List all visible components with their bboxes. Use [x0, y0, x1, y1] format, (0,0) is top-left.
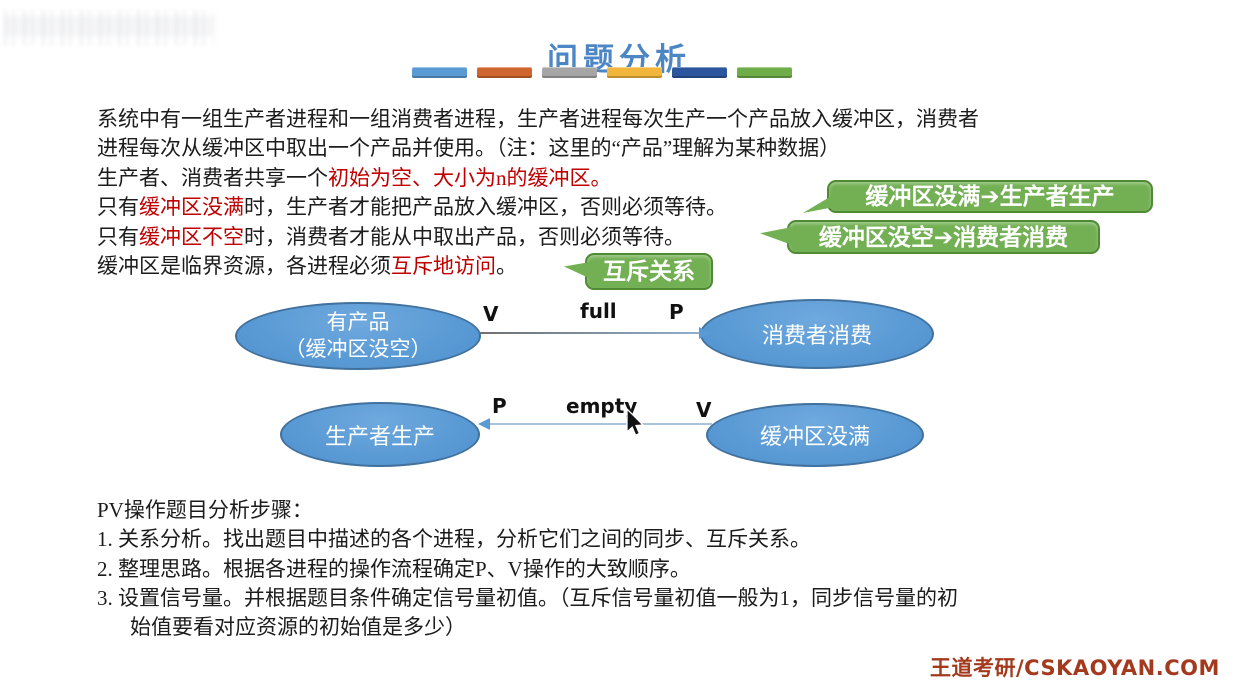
label-p-bottom: P	[492, 394, 507, 418]
accent-bar-3	[542, 67, 597, 78]
intro-line-4: 只有缓冲区没满时，生产者才能把产品放入缓冲区，否则必须等待。	[97, 193, 979, 222]
accent-bar-1	[412, 67, 467, 78]
label-v-bottom: V	[696, 398, 712, 422]
callout-consumer-condition: 缓冲区没空➔消费者消费	[760, 220, 1100, 254]
brand-watermark: 王道考研/CSKAOYAN.COM	[930, 656, 1220, 680]
red-emphasis: 缓冲区不空	[139, 224, 244, 249]
node-label: 消费者消费	[761, 323, 872, 348]
callout-label: 互斥关系	[603, 258, 695, 284]
arrow-full-line	[479, 332, 703, 334]
steps-heading: PV操作题目分析步骤：	[97, 498, 313, 522]
node-label: 缓冲区没满	[759, 424, 870, 449]
node-consumer-consumes: 消费者消费	[700, 299, 934, 369]
problem-description: 系统中有一组生产者进程和一组消费者进程，生产者进程每次生产一个产品放入缓冲区，消…	[97, 105, 979, 281]
node-label: 有产品	[326, 311, 390, 334]
label-v-top: V	[483, 302, 499, 326]
accent-bars	[412, 67, 792, 78]
step-item-3-continued: 始值要看对应资源的初始值是多少）	[130, 615, 466, 640]
intro-line-6: 缓冲区是临界资源，各进程必须互斥地访问。	[97, 252, 979, 281]
intro-text: 。	[496, 254, 517, 279]
callout-mutex-relation: 互斥关系	[564, 253, 713, 290]
mouse-cursor-icon	[626, 408, 645, 437]
intro-text: 进程每次从缓冲区中取出一个产品并使用。（注：这里的“产品”理解为某种数据）	[97, 136, 841, 161]
label-p-top: P	[669, 300, 684, 324]
intro-line-1: 系统中有一组生产者进程和一组消费者进程，生产者进程每次生产一个产品放入缓冲区，消…	[97, 105, 979, 134]
intro-text: 缓冲区是临界资源，各进程必须	[97, 254, 391, 279]
intro-text: 只有	[97, 195, 139, 220]
node-producer-produces: 生产者生产	[280, 402, 480, 467]
callout-label: 缓冲区没满➔生产者生产	[865, 183, 1115, 209]
intro-line-3: 生产者、消费者共享一个初始为空、大小为n的缓冲区。	[97, 164, 979, 193]
intro-text: 时，消费者才能从中取出产品，否则必须等待。	[244, 224, 685, 249]
step-item-3: 3. 设置信号量。并根据题目条件确定信号量初值。（互斥信号量初值一般为1，同步信…	[97, 585, 958, 610]
node-label: （缓冲区没空）	[284, 338, 432, 361]
intro-line-5: 只有缓冲区不空时，消费者才能从中取出产品，否则必须等待。	[97, 223, 979, 252]
label-full-semaphore: full	[580, 299, 617, 323]
node-buffer-not-full: 缓冲区没满	[706, 403, 924, 467]
label-empty-semaphore: empty	[566, 394, 638, 418]
red-emphasis: 缓冲区没满	[139, 195, 244, 220]
step-item-2: 2. 整理思路。根据各进程的操作流程确定P、V操作的大致顺序。	[97, 556, 691, 581]
accent-bar-2	[477, 67, 532, 78]
accent-bar-4	[607, 67, 662, 78]
intro-line-2: 进程每次从缓冲区中取出一个产品并使用。（注：这里的“产品”理解为某种数据）	[97, 134, 979, 163]
callout-label: 缓冲区没空➔消费者消费	[818, 224, 1069, 250]
red-emphasis: 初始为空、大小为n的缓冲区。	[328, 165, 612, 190]
analysis-steps: PV操作题目分析步骤： 1. 关系分析。找出题目中描述的各个进程，分析它们之间的…	[97, 496, 958, 642]
accent-bar-5	[672, 67, 727, 78]
arrow-empty-line	[489, 423, 712, 425]
arrow-full-head-icon	[699, 327, 711, 339]
intro-text: 只有	[97, 224, 139, 249]
step-item-1: 1. 关系分析。找出题目中描述的各个进程，分析它们之间的同步、互斥关系。	[97, 527, 811, 552]
faint-corner-watermark	[4, 10, 214, 46]
arrow-empty-head-icon	[478, 418, 490, 430]
node-label: 生产者生产	[324, 423, 435, 449]
callout-producer-condition: 缓冲区没满➔生产者生产	[803, 180, 1153, 213]
accent-bar-6	[737, 67, 792, 78]
node-has-product: 有产品 （缓冲区没空）	[235, 302, 481, 370]
red-emphasis: 互斥地访问	[391, 254, 496, 279]
intro-text: 生产者、消费者共享一个	[97, 165, 328, 190]
intro-text: 时，生产者才能把产品放入缓冲区，否则必须等待。	[244, 195, 727, 220]
intro-text: 系统中有一组生产者进程和一组消费者进程，生产者进程每次生产一个产品放入缓冲区，消…	[97, 107, 979, 131]
